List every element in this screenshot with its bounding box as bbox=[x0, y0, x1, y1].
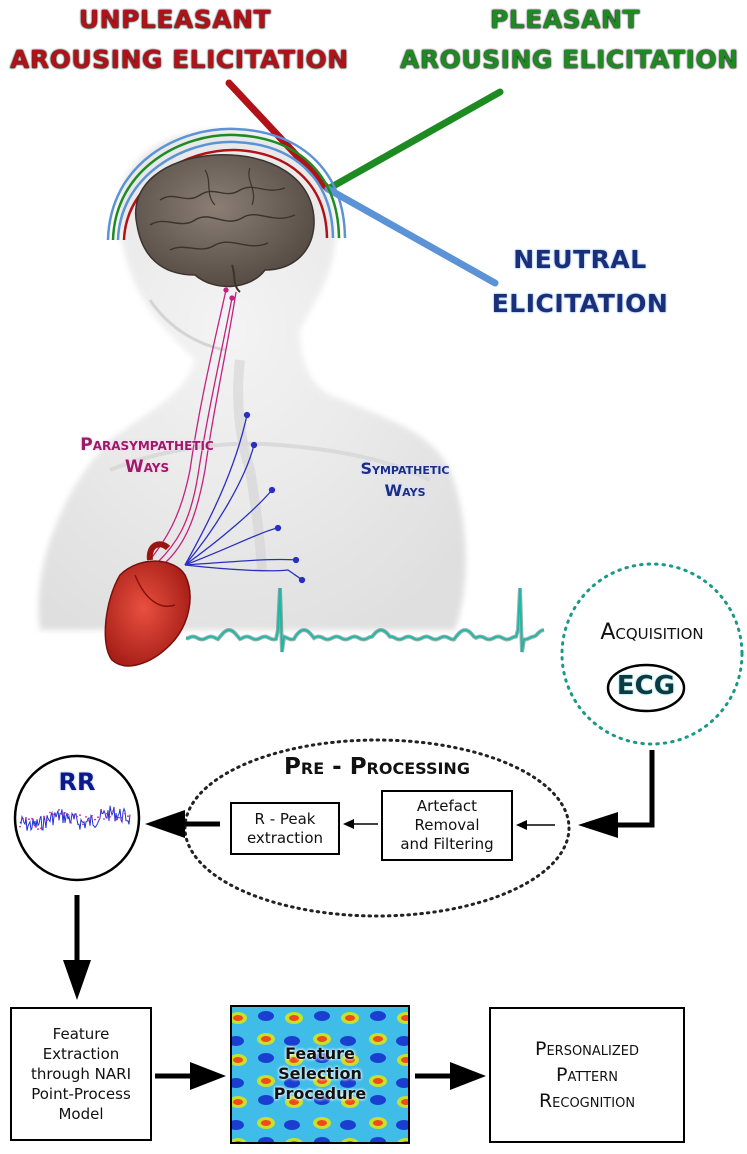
rr-sample-point bbox=[22, 817, 24, 820]
rr-sample-point bbox=[127, 815, 129, 818]
artefact-removal-box: Artefact Removal and Filtering bbox=[381, 790, 513, 861]
rr-sample-point bbox=[58, 809, 60, 811]
neutral-stimulus-label: NEUTRAL ELICITATION bbox=[480, 238, 680, 326]
sympathetic-label: Sympathetic Ways bbox=[340, 458, 470, 502]
artefact-line-2: Removal bbox=[414, 816, 480, 834]
flow-arrows bbox=[63, 750, 655, 1090]
feature-extraction-line-2: Extraction bbox=[42, 1045, 120, 1063]
neutral-line-2: ELICITATION bbox=[491, 289, 669, 318]
feature-extraction-line-4: Point-Process bbox=[31, 1085, 131, 1103]
parasympathetic-line-2: Ways bbox=[124, 457, 170, 477]
r-peak-line-1: R - Peak bbox=[254, 809, 316, 828]
brain-activation-arcs bbox=[106, 127, 347, 241]
r-peak-line-2: extraction bbox=[246, 828, 324, 847]
brain-icon bbox=[134, 154, 315, 293]
recognition-line-1: Personalized bbox=[534, 1038, 639, 1060]
rr-sample-point bbox=[88, 819, 90, 822]
feature-extraction-box: Feature Extraction through NARI Point-Pr… bbox=[10, 1007, 152, 1141]
feature-extraction-line-1: Feature bbox=[52, 1025, 110, 1043]
feature-selection-line-2: Selection bbox=[278, 1064, 362, 1083]
feature-selection-label: Feature Selection Procedure bbox=[240, 1044, 400, 1104]
parasympathetic-nerves bbox=[149, 287, 237, 563]
rr-sample-point bbox=[106, 812, 108, 815]
recognition-line-3: Recognition bbox=[538, 1090, 636, 1112]
rr-sample-point bbox=[73, 814, 75, 816]
pattern-recognition-box: Personalized Pattern Recognition bbox=[489, 1007, 685, 1143]
recognition-line-2: Pattern bbox=[556, 1064, 618, 1086]
rr-sample-point bbox=[40, 827, 42, 829]
preprocessing-title: Pre - Processing bbox=[284, 754, 470, 780]
unpleasant-stimulus-label: UNPLEASANT AROUSING ELICITATION bbox=[10, 0, 349, 80]
ecg-label: ECG bbox=[616, 671, 676, 701]
heart-icon bbox=[104, 541, 191, 667]
neutral-line-1: NEUTRAL bbox=[513, 245, 647, 274]
ecg-waveform bbox=[185, 587, 545, 653]
parasympathetic-line-1: Parasympathetic bbox=[80, 435, 214, 455]
rr-sample-point bbox=[91, 814, 93, 817]
rr-sample-point bbox=[55, 815, 57, 818]
rr-sample-point bbox=[82, 823, 84, 826]
feature-extraction-line-5: Model bbox=[58, 1105, 104, 1123]
neutral-stimulus-line bbox=[324, 185, 499, 287]
rr-sample-point bbox=[76, 815, 78, 818]
ecg-badge bbox=[606, 663, 686, 713]
rr-trace bbox=[19, 805, 131, 832]
pleasant-line-1: PLEASANT bbox=[489, 5, 640, 34]
body-silhouette bbox=[38, 129, 466, 630]
sympathetic-line-2: Ways bbox=[384, 481, 426, 500]
rr-sample-point bbox=[112, 810, 114, 812]
rr-sample-point bbox=[97, 816, 99, 819]
rr-label: RR bbox=[58, 768, 96, 796]
sympathetic-line-1: Sympathetic bbox=[360, 459, 450, 478]
rr-sample-point bbox=[19, 825, 21, 828]
rr-sample-point bbox=[115, 818, 117, 821]
rr-sample-point bbox=[109, 816, 111, 818]
rr-sample-point bbox=[25, 817, 27, 819]
rr-sample-point bbox=[121, 816, 123, 819]
unpleasant-line-1: UNPLEASANT bbox=[78, 5, 272, 34]
artefact-line-3: and Filtering bbox=[400, 835, 494, 853]
artefact-line-1: Artefact bbox=[416, 797, 478, 815]
r-peak-extraction-box: R - Peak extraction bbox=[230, 802, 340, 855]
rr-sample-point bbox=[79, 814, 81, 817]
acquisition-circle bbox=[560, 562, 744, 746]
rr-sample-point bbox=[61, 813, 63, 815]
rr-sample-point bbox=[67, 813, 69, 816]
rr-sample-point bbox=[46, 819, 48, 822]
rr-sample-point bbox=[103, 818, 105, 820]
rr-sample-point bbox=[118, 816, 120, 819]
rr-sample-point bbox=[28, 818, 30, 821]
rr-sample-point bbox=[34, 824, 36, 827]
rr-sample-point bbox=[43, 816, 45, 818]
rr-sample-point bbox=[52, 813, 54, 816]
rr-sample-point bbox=[70, 822, 72, 824]
pleasant-stimulus-line bbox=[324, 88, 504, 193]
rr-sample-point bbox=[37, 828, 39, 830]
rr-sample-point bbox=[100, 809, 102, 811]
rr-sample-point bbox=[64, 812, 66, 814]
parasympathetic-label: Parasympathetic Ways bbox=[62, 434, 232, 478]
rr-sample-point bbox=[124, 812, 126, 815]
rr-series-plot bbox=[19, 805, 131, 832]
rr-sample-point bbox=[49, 811, 51, 814]
feature-selection-heatmap bbox=[230, 1005, 410, 1144]
feature-selection-line-3: Procedure bbox=[273, 1084, 367, 1103]
rr-sample-point bbox=[31, 817, 33, 820]
unpleasant-line-2: AROUSING ELICITATION bbox=[10, 45, 349, 74]
sympathetic-nerves bbox=[184, 411, 306, 584]
pleasant-stimulus-label: PLEASANT AROUSING ELICITATION bbox=[400, 0, 739, 80]
acquisition-title: Acquisition bbox=[600, 620, 704, 645]
feature-extraction-line-3: through NARI bbox=[30, 1065, 132, 1083]
rr-sample-point bbox=[94, 818, 96, 821]
rr-sample-point bbox=[85, 816, 87, 818]
pleasant-line-2: AROUSING ELICITATION bbox=[400, 45, 739, 74]
feature-selection-line-1: Feature bbox=[285, 1044, 355, 1063]
